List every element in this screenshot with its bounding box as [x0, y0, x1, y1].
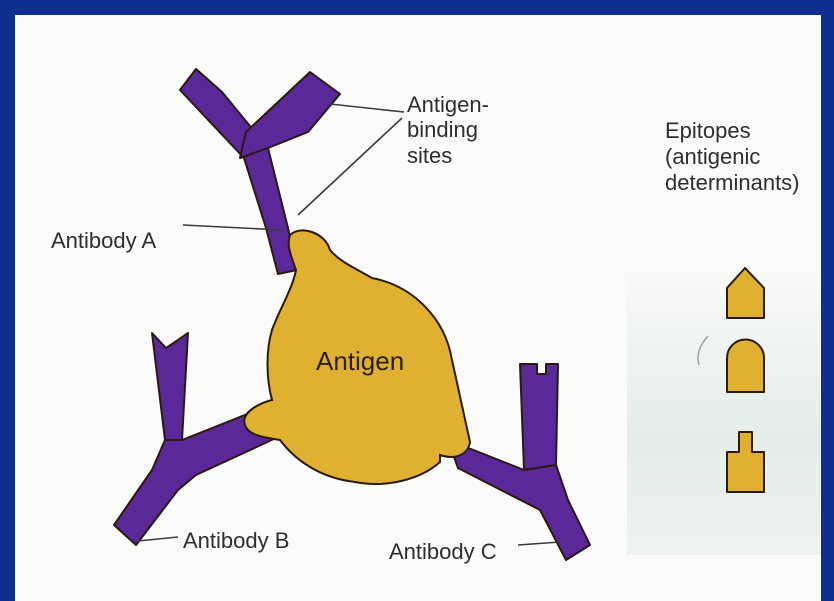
antibody-a-label: Antibody A [51, 228, 156, 253]
antibody-b-shape [114, 333, 276, 545]
antigen-binding-sites-label: Antigen- binding sites [407, 92, 489, 168]
diagram-panel: Antigen- binding sites Antibody A Antige… [15, 15, 821, 601]
epitopes-label: Epitopes (antigenic determinants) [665, 118, 800, 196]
antibody-c-shape [448, 364, 590, 560]
antibody-b-label: Antibody B [183, 528, 289, 553]
rounded-icon [727, 340, 764, 392]
antigen-label: Antigen [316, 347, 404, 377]
notched-icon [727, 432, 764, 492]
pencil-mark [698, 336, 708, 365]
leader-line-site-1 [330, 104, 404, 112]
leader-line-antibody-b [138, 537, 178, 541]
antibody-c-label: Antibody C [389, 539, 497, 564]
leader-line-site-2 [298, 118, 402, 215]
pointed-icon [727, 268, 764, 318]
leader-line-antibody-c [518, 542, 560, 545]
